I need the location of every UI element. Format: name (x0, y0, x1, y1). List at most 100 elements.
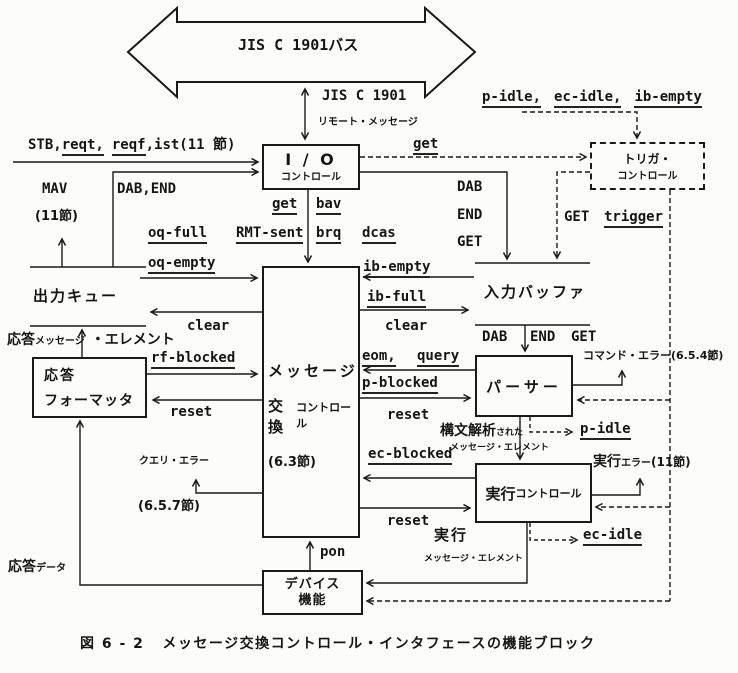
cmd-error-line (573, 369, 627, 386)
formatter-line2: フォーマッタ (44, 393, 134, 409)
section-11-label: (11節) (35, 209, 78, 224)
brq-label: brq (316, 225, 342, 245)
trigger-label: trigger (604, 209, 664, 229)
stb-signal-row: STB, reqt, reqf ,ist(11 節) (28, 137, 235, 157)
bus-arrow-shape (126, 5, 477, 100)
mec-line1: メッセージ (268, 362, 358, 380)
io-box-subtitle: コントロール (281, 172, 341, 184)
oq-empty-label: oq-empty (148, 255, 216, 275)
ec-idle-dashed (529, 523, 579, 545)
resp-data-a: 応答 (8, 559, 36, 575)
command-error-label: コマンド・エラー(6.5.4節) (583, 349, 724, 362)
get-right-label: GET (457, 234, 483, 250)
ib-empty-label: ib-empty (363, 259, 431, 279)
bav-label: bav (316, 196, 342, 216)
device-line1: デバイス (284, 576, 341, 592)
parsed-message-element-label: メッセージ・エレメント (450, 443, 549, 453)
clear-left-label: clear (187, 318, 230, 334)
trigger-box-subtitle: コントロール (617, 171, 678, 182)
stb-label: STB, (28, 137, 62, 153)
execution-error-label: 実行 エラー (11節) (593, 454, 691, 470)
reset-exec-label: reset (387, 513, 430, 529)
ec-idle-label: ec-idle (583, 527, 643, 547)
ec-idle-top-label: ec-idle, (554, 89, 622, 109)
dab-end-label: DAB,END (117, 181, 177, 197)
get-uc-label: GET (564, 209, 590, 225)
remote-message-label: リモート・メッセージ (318, 117, 418, 128)
io-to-buffer-line (360, 171, 512, 261)
query-error-label: クエリ・エラー (139, 456, 209, 467)
figure-caption: 図 6 - 2 メッセージ交換コントロール・インタフェースの機能ブロック (80, 636, 596, 652)
query-label: query (417, 348, 460, 368)
message-element-label: メッセージ・エレメント (424, 554, 523, 564)
query-error-line (191, 478, 262, 494)
pon-label: pon (320, 544, 346, 560)
exec-err-a: 実行 (593, 454, 621, 470)
exec-err-b: エラー (621, 458, 651, 469)
figure-number: 図 6 - 2 (80, 636, 145, 652)
parsed-a: 構文解析 (440, 423, 496, 439)
mec-line3: (6.3節) (268, 455, 316, 470)
reqt-label: reqt, (61, 137, 104, 157)
mav-label: MAV (42, 181, 68, 197)
mec-line2a: 交換 (268, 397, 284, 436)
eom-label: eom, (362, 348, 396, 368)
figure-title: メッセージ交換コントロール・インタフェースの機能ブロック (162, 636, 596, 652)
ib-empty-top-label: ib-empty (634, 89, 702, 109)
reset-parser-label: reset (387, 407, 430, 423)
ib-full-label: ib-full (367, 289, 427, 309)
dab-right-label: DAB (457, 179, 483, 195)
exec-err-c: (11節) (651, 455, 691, 469)
parser-box: パーサー (475, 355, 573, 417)
resp-msg-a: 応答 (7, 332, 35, 348)
response-formatter-box: 応答 フォーマッタ (32, 357, 147, 418)
exec-box-subtitle: コントロール (515, 487, 582, 500)
bus-label: JIS C 1901バス (238, 36, 359, 54)
p-idle-label: p-idle (580, 421, 631, 441)
idle-to-trigger-line (522, 111, 642, 140)
response-message-element-label: 応答 メッセージ ・エレメント (7, 332, 175, 348)
parser-box-title: パーサー (486, 377, 562, 396)
section-657-label: (6.5.7節) (138, 499, 200, 514)
trigger-control-box: トリガ・ コントロール (590, 142, 705, 190)
rmt-sent-label: RMT-sent (236, 225, 304, 245)
formatter-line1: 応答 (44, 368, 76, 384)
resp-msg-c: ・エレメント (90, 332, 175, 348)
exec-error-line (592, 477, 645, 496)
bus-link-label: JIS C 1901 (322, 88, 407, 104)
trigger-box-title: トリガ・ (623, 152, 672, 166)
dab-parser-label: DAB (482, 329, 508, 345)
clear-right-label: clear (385, 318, 428, 334)
execution-label: 実行 (434, 526, 469, 544)
input-buffer-label: 入力バッファ (484, 283, 587, 301)
exec-box-title: 実行 (485, 484, 516, 503)
oq-full-label: oq-full (148, 225, 208, 245)
io-control-box: I / O コントロール (262, 144, 360, 190)
resp-msg-b: メッセージ (35, 336, 85, 347)
parsed-label: 構文解析 された (440, 423, 524, 439)
get-down-label: get (272, 196, 298, 216)
resp-data-b: データ (36, 563, 66, 574)
message-exchange-control-box: メッセージ 交換 コントロール (6.3節) (262, 266, 360, 538)
p-idle-dashed (529, 417, 574, 437)
get-trigger-label: get (413, 136, 439, 156)
end-parser-label: END (530, 329, 556, 345)
device-line2: 機能 (298, 592, 327, 608)
device-function-box: デバイス 機能 (262, 570, 363, 615)
rf-blocked-label: rf-blocked (151, 350, 236, 370)
ec-blocked-label: ec-blocked (368, 446, 453, 466)
reqf-label: reqf (111, 137, 146, 157)
io-box-title: I / O (285, 149, 337, 169)
execution-control-box: 実行 コントロール (475, 463, 592, 523)
exec-device-line (365, 523, 528, 588)
response-data-label: 応答 データ (8, 559, 66, 575)
parsed-b: された (496, 428, 524, 438)
p-idle-top-label: p-idle, (482, 89, 542, 109)
dcas-label: dcas (362, 225, 396, 245)
reset-formatter-label: reset (170, 404, 213, 420)
dab-end-line (112, 167, 260, 267)
end-right-label: END (457, 207, 483, 223)
get-parser-label: GET (571, 329, 597, 345)
p-blocked-label: p-blocked (362, 375, 438, 395)
idle-status-row: p-idle, ec-idle, ib-empty (482, 89, 702, 109)
